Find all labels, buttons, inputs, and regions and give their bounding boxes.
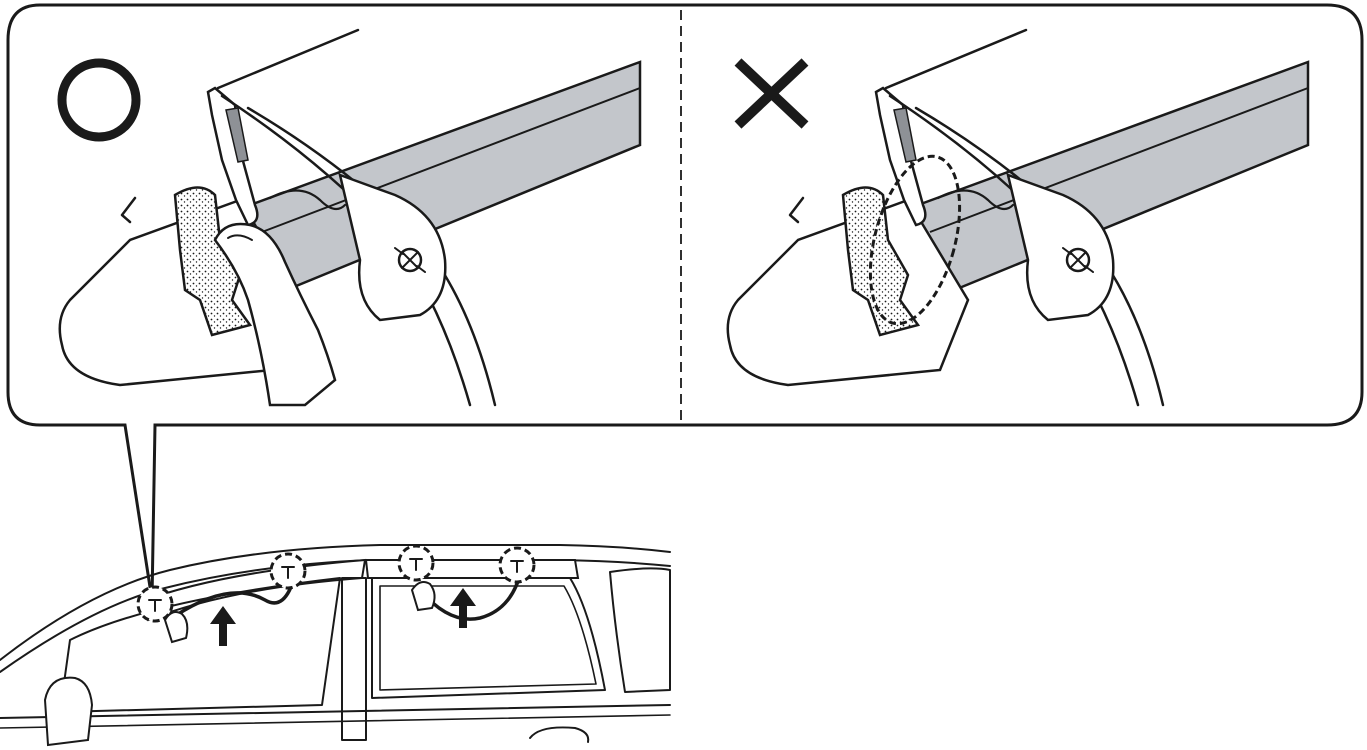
problem-area-highlight [868, 154, 962, 326]
callout-frame [6, 3, 1364, 601]
car-side-view [0, 544, 671, 747]
pressing-finger-icon [213, 222, 337, 407]
cross-mark-icon [734, 58, 809, 129]
push-arrow-icon-2 [450, 588, 476, 628]
push-arrow-icon-1 [210, 606, 236, 646]
circle-mark-icon [57, 58, 141, 142]
hand-icon-rear [410, 581, 436, 612]
side-mirror [43, 676, 94, 747]
door-handle [529, 726, 590, 743]
correct-panel [57, 28, 642, 407]
incorrect-panel [726, 28, 1310, 407]
hand-icon-front [163, 611, 189, 644]
